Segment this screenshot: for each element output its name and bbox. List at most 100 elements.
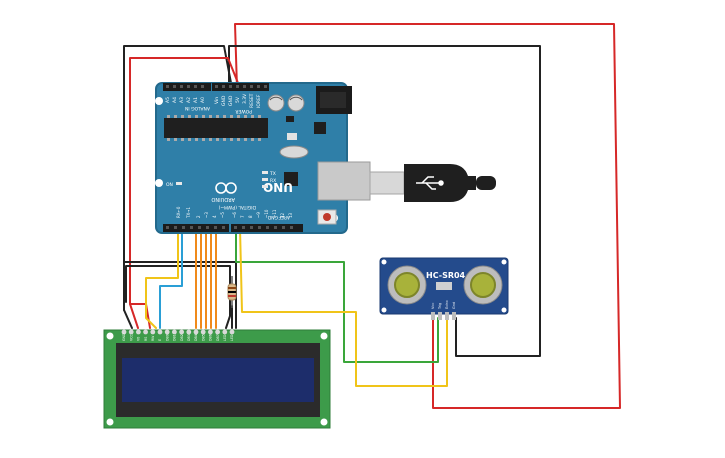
lcd-pin-label-9: DB3 [187,334,191,341]
pin-label-a3: A3 [179,97,185,103]
pin-label-a2: A2 [186,97,192,103]
sensor-pin-vcc [431,312,435,320]
lcd-pin-pad-8 [179,329,185,335]
reset-button-cap [323,213,331,221]
pin-label-a4: A4 [172,97,178,103]
atmega-chip [164,118,268,138]
pin-label-a1: A1 [193,97,199,103]
digital-pin-label-12: TX→1 [186,206,191,219]
pin-label-reset: RESET [249,93,255,108]
digital-pin-label-3: ~10 [264,209,269,218]
lcd-pin-label-15: LED [230,334,234,341]
power-label: POWER [235,108,252,114]
lcd-pin-label-0: GND [122,333,126,341]
digital-pin-label-11: 2 [196,215,201,218]
lcd-pin-pad-7 [172,329,177,335]
wire-black-gnd-lcd [123,45,233,329]
lcd-pin-pad-3 [143,329,149,335]
lcd-pin-pad-9 [186,329,192,335]
lcd-pin-pad-14 [222,329,228,335]
digital-pin-label-4: ~9 [256,212,261,218]
digital-pin-label-1: 12 [280,212,285,218]
sensor-pin-label-2: Echo [445,301,449,310]
wire-yellow-lcd-rs [145,227,179,329]
capacitor-2 [287,94,305,112]
sensor-pin-trig [438,312,442,320]
infinity-logo-right [215,182,227,194]
wire-yellow-echo [239,227,448,387]
lcd-pin-pad-12 [208,329,213,335]
lcd-pin-label-6: DB0 [165,334,169,341]
lcd-pin-label-3: RS [144,337,148,341]
pin-label-gnd-2: GND [228,95,234,106]
pin-label-vin: Vin [214,97,220,104]
usb-plug-metal [369,171,405,195]
lcd-pin-pad-6 [164,329,170,335]
aref-label: AREF [278,214,290,220]
power-header [212,83,269,91]
pin-label-a5: A5 [165,97,171,103]
lcd-pin-pad-0 [121,329,127,335]
arduino-brand: ARDUINO [211,196,235,202]
lcd-screen [122,358,314,402]
wire-black-lcd-k [125,265,231,329]
lcd-pin-pad-10 [193,329,199,335]
digital-pin-label-8: ~5 [220,212,225,218]
rx-label: RX [270,178,276,184]
usb-icon [416,176,444,190]
sensor-pin-label-1: Trig [438,303,442,310]
crystal [279,145,309,159]
pin-label-3v3: 3.3V [242,93,248,104]
pin-label-ioref: IOREF [256,94,262,108]
usb-port [317,161,371,201]
tx-label: TX [269,171,276,177]
lcd-pin-pad-15 [229,329,235,335]
lcd-pin-label-14: LED [223,334,227,341]
lcd-pin-label-1: VCC [129,333,133,341]
wire-red-5v-lcd [129,57,241,329]
digital-pin-label-2: ~11 [272,209,277,218]
digital-pin-label-0: 13 [288,212,293,218]
lcd-pin-label-2: V0 [137,337,141,341]
lcd-pin-label-13: DB7 [216,334,220,341]
lcd-pin-label-11: DB5 [201,334,205,341]
lcd-pin-pad-1 [128,329,134,335]
pin-label-gnd-1: GND [221,95,227,106]
usb-cable-end [476,176,496,190]
wire-blue-lcd-e [159,227,183,329]
lcd-pin-label-4: RW [151,335,155,341]
lcd-pin-label-12: DB6 [209,334,213,341]
lcd-pin-pad-5 [157,329,163,335]
sensor-pin-gnd [452,312,456,320]
sensor-pin-label-0: Vcc [431,303,435,309]
lcd-pin-label-8: DB2 [180,334,184,341]
lcd-pin-label-7: DB1 [173,334,177,341]
lcd-pin-pad-2 [136,329,141,335]
l-label: L [270,185,273,191]
analog-in-label: ANALOG IN [185,105,210,111]
digital-pin-label-5: 8 [248,215,253,218]
digital-pin-label-7: ~6 [232,212,237,218]
digital-pin-label-10: ~3 [204,212,209,218]
uno-label: UNO [263,180,293,194]
wire-red-5v-sensor [234,23,621,409]
on-label: ON [166,182,173,188]
sensor-name: HC-SR04 [426,271,466,280]
capacitor-1 [267,94,285,112]
sensor-pin-echo [445,312,449,320]
pin-label-5v: 5V [235,96,241,103]
lcd-pin-label-10: DB4 [194,334,198,341]
sensor-pin-label-3: Gnd [452,302,456,309]
digital-pin-label-9: 4 [212,215,217,218]
pin-label-a0: A0 [200,97,206,103]
digital-header-low [163,224,229,232]
lcd-pin-pad-13 [215,329,221,335]
usb-chip [284,172,298,186]
wire-black-lcd-rw [123,261,237,329]
gnd-digital-label: GND [267,214,278,220]
lcd-pin-pad-4 [150,329,156,335]
lcd-pin-label-5: E [158,339,162,341]
